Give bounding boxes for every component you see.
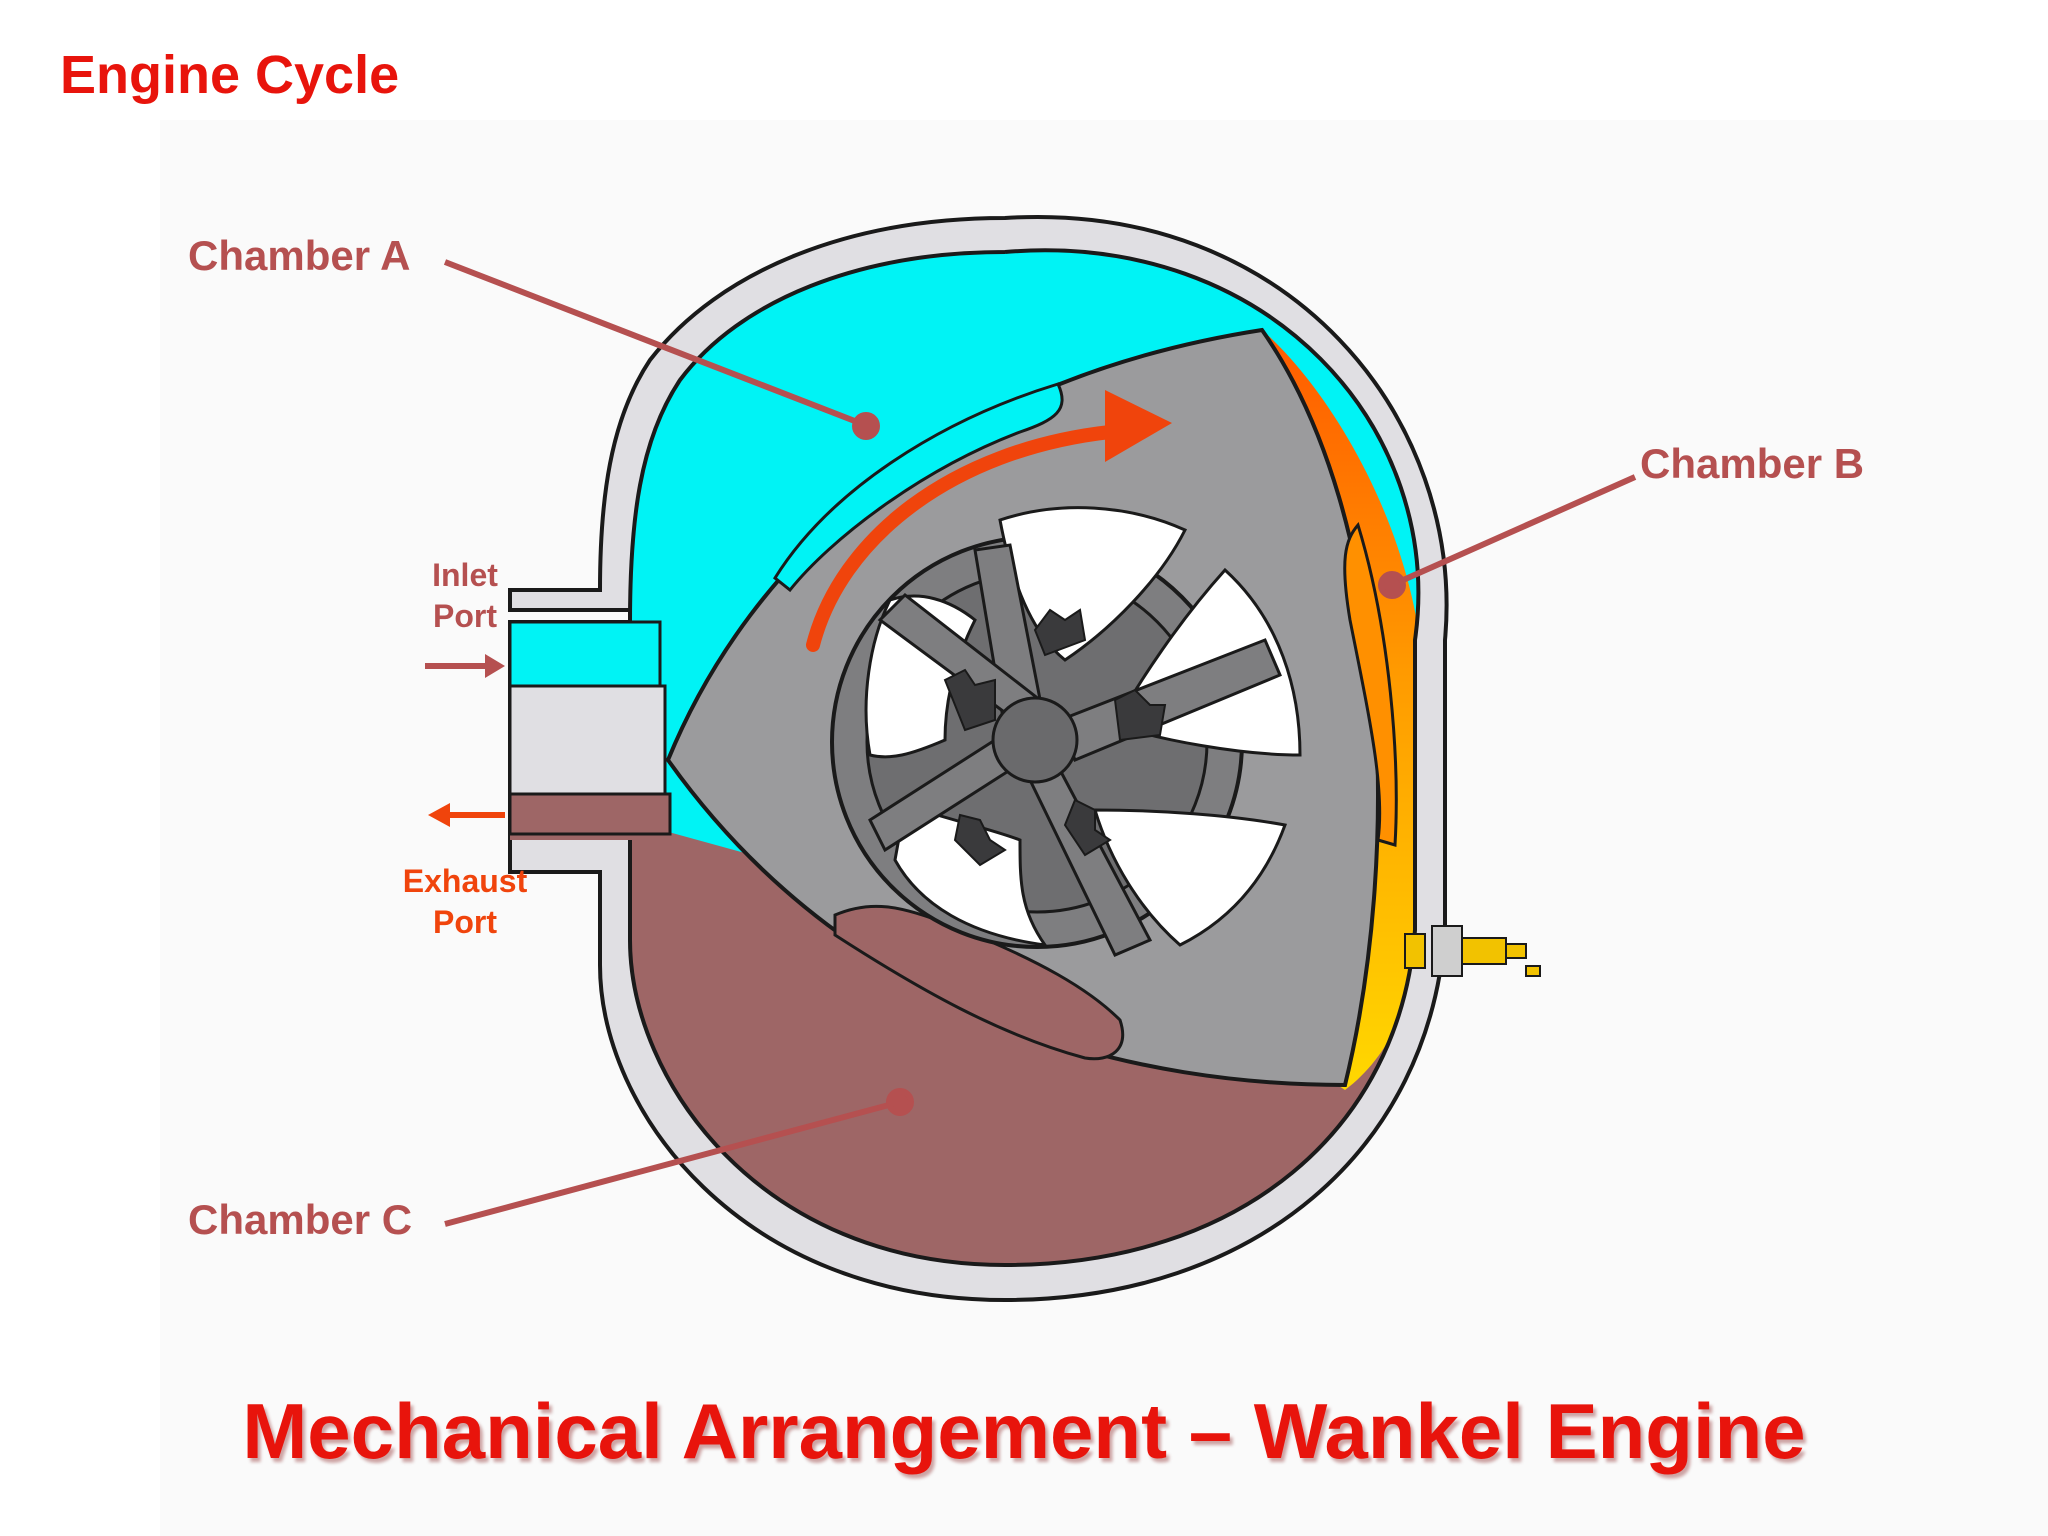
rotor-recess-c — [833, 904, 1124, 1061]
label-chamber-c: Chamber C — [188, 1196, 413, 1243]
spark-plug — [1404, 925, 1541, 977]
rotor-window-bottom-right — [1092, 808, 1288, 947]
footer-title: Mechanical Arrangement – Wankel Engine — [242, 1387, 1806, 1475]
chamber-b-fill — [1262, 330, 1419, 1090]
rotation-arrow — [806, 425, 1117, 652]
header-title: Engine Cycle — [60, 45, 400, 105]
rotor-recess-a — [773, 382, 1064, 593]
rotor-hub — [991, 696, 1079, 784]
port-divider — [508, 684, 667, 796]
label-chamber-b: Chamber B — [1640, 440, 1865, 487]
label-inlet-port: Inlet Port — [432, 557, 498, 634]
leader-chamber-c — [444, 1099, 901, 1227]
label-chamber-a: Chamber A — [188, 232, 411, 279]
inlet-port-passage — [508, 620, 662, 688]
exhaust-port-passage — [508, 792, 672, 836]
leader-chamber-b — [1390, 474, 1637, 588]
rotor-recess-b — [1343, 521, 1398, 847]
label-exhaust-port: Exhaust Port — [402, 863, 528, 940]
leader-chamber-a — [443, 259, 867, 428]
